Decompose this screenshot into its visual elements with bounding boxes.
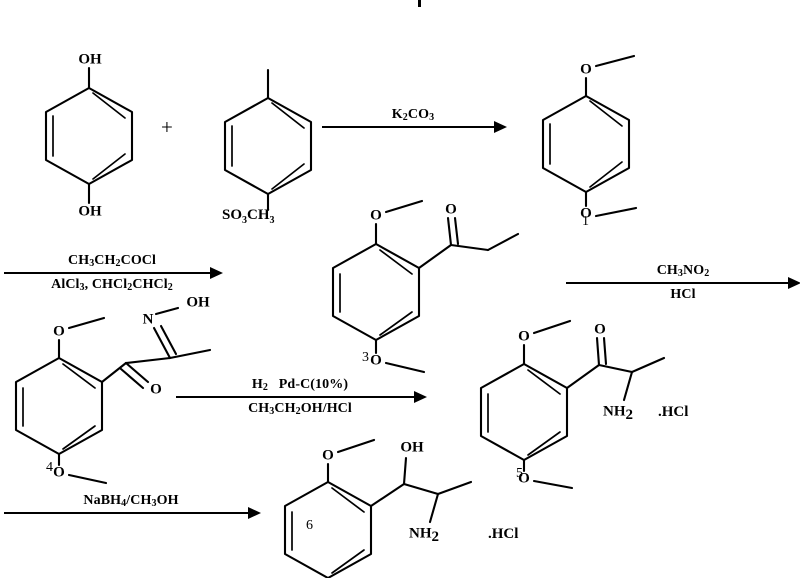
compound-4-carbonyl-label: O (150, 381, 162, 397)
compound-4-svg: O O O N OH (14, 294, 212, 485)
hydroquinone-bottom-label: OH (78, 203, 102, 219)
arrow-step-3-below: HCl (670, 287, 696, 302)
compound-5-top-label: O (518, 328, 530, 344)
structure-compound-1: O O 1 (524, 52, 684, 229)
arrow-step-1: K2CO3 (322, 107, 507, 133)
compound-1-bottom-label: O (580, 205, 592, 221)
arrow-step-2-line (4, 272, 220, 274)
compound-4-oxime-n-label: N (143, 311, 154, 327)
compound-5-carbonyl-label: O (594, 321, 606, 337)
plus-sign: + (161, 115, 173, 139)
compound-6-hydroxyl-label: OH (400, 439, 424, 455)
arrow-step-3-line (566, 282, 798, 284)
compound-6-top-label: O (322, 447, 334, 463)
arrow-step-1-head (494, 121, 507, 133)
methyl-tosylate-svg (223, 68, 313, 212)
compound-1-svg: O O (541, 54, 638, 221)
compound-4-oxime-oh-label: OH (186, 294, 210, 310)
arrow-step-4-line (176, 396, 424, 398)
compound-5-amine-label: NH2 (603, 403, 633, 423)
stray-mark (418, 0, 421, 7)
compound-3-number: 3 (362, 350, 369, 365)
compound-5-bottom-label: O (518, 470, 530, 486)
structure-hydroquinone: OH OH (24, 50, 154, 219)
structure-methyl-tosylate: SO3CH3 (206, 58, 336, 226)
structure-compound-6: O O OH NH2 6 .HCl (272, 432, 518, 578)
compound-4-bottom-label: O (53, 464, 65, 480)
arrow-step-5-above: NaBH4/CH3OH (83, 492, 179, 509)
arrow-step-4-above: H2 Pd-C(10%) (251, 376, 349, 393)
arrow-step-2-below: AlCl3, CHCl2CHCl2 (51, 277, 173, 294)
arrow-step-3-head (788, 277, 800, 289)
arrow-step-3: CH3NO2 HCl (566, 263, 800, 302)
arrow-step-3-above: CH3NO2 (656, 262, 710, 279)
hydroquinone-top-label: OH (78, 51, 102, 67)
compound-3-bottom-label: O (370, 352, 382, 368)
compound-5-number: 5 (516, 466, 523, 481)
methyl-tosylate-sulfonate-label: SO3CH3 (222, 207, 275, 226)
compound-6-amine-label: NH2 (409, 525, 439, 545)
arrow-step-4-below: CH3CH2OH/HCl (248, 401, 352, 418)
structure-compound-5: O O O NH2 5 .HCl (466, 312, 688, 490)
compound-1-number: 1 (582, 214, 589, 229)
arrow-step-5-head (248, 507, 261, 519)
arrow-step-5: NaBH4/CH3OH (4, 493, 261, 519)
compound-4-top-label: O (53, 323, 65, 339)
compound-3-svg: O O O (331, 199, 520, 374)
compound-6-salt: .HCl (488, 526, 519, 542)
compound-6-number: 6 (306, 518, 313, 533)
arrow-step-4-head (414, 391, 427, 403)
compound-5-svg: O O O NH2 (479, 319, 666, 490)
arrow-step-1-line (322, 126, 504, 128)
arrow-step-2-above: CH3CH2COCl (67, 252, 157, 269)
compound-1-top-label: O (580, 61, 592, 77)
compound-3-top-label: O (370, 207, 382, 223)
structure-compound-3: O O O 3 (318, 198, 528, 374)
compound-5-salt: .HCl (658, 404, 689, 420)
arrow-step-1-above: K2CO3 (391, 106, 435, 123)
arrow-step-5-line (4, 512, 258, 514)
compound-6-svg: O O OH NH2 (283, 438, 473, 578)
hydroquinone-svg: OH OH (44, 51, 134, 219)
arrow-step-2: CH3CH2COCl AlCl3, CHCl2CHCl2 (4, 253, 223, 293)
compound-4-number: 4 (46, 460, 53, 475)
arrow-step-4: H2 Pd-C(10%) CH3CH2OH/HCl (176, 377, 427, 417)
structure-compound-4: O O O N OH 4 (2, 294, 217, 485)
compound-3-carbonyl-label: O (445, 201, 457, 217)
arrow-step-2-head (210, 267, 223, 279)
